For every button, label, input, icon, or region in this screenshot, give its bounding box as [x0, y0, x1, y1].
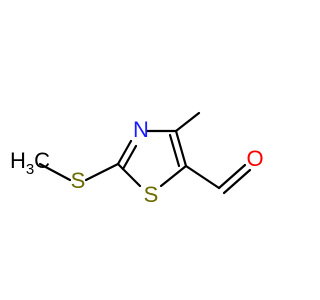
sulfur-ring-label: S	[144, 182, 159, 207]
bond-cho-o-b	[222, 168, 252, 195]
structure-diagram: H3C S N S O	[10, 111, 264, 207]
methyl-left-c: C	[34, 148, 50, 173]
methyl-left-label: H3C	[10, 148, 50, 179]
bond-s-c2	[84, 162, 120, 182]
bond-c4-c5-b	[168, 133, 181, 168]
bond-cho-o-a	[217, 163, 247, 190]
oxygen-label: O	[246, 146, 263, 171]
bond-c2-n3-a	[116, 139, 133, 166]
bond-c5-cho	[184, 164, 221, 190]
bond-c2-n3-b	[121, 144, 138, 171]
bond-c4-ch3	[174, 111, 201, 133]
molecule-canvas: H3C S N S O	[10, 111, 264, 207]
nitrogen-label: N	[133, 117, 149, 142]
bond-c5-s1	[159, 164, 188, 188]
bond-s1-c2	[116, 162, 142, 188]
sulfur-methyl-label: S	[71, 168, 86, 193]
bond-c4-c5-a	[174, 129, 188, 168]
bond-ch3-s	[38, 162, 72, 182]
methyl-left-sub: 3	[26, 161, 34, 178]
methyl-left-h: H	[10, 148, 26, 173]
